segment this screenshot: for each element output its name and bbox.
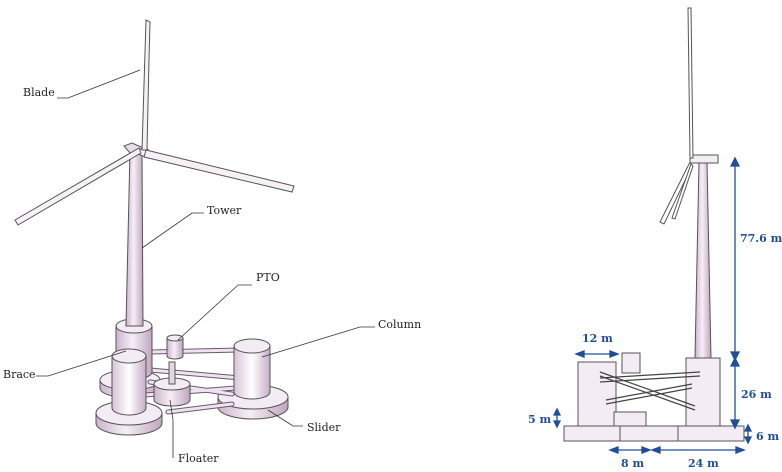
dim-column-width: 12 m bbox=[582, 332, 613, 345]
leader-lines bbox=[36, 69, 375, 458]
column-left bbox=[111, 348, 147, 416]
label-floater: Floater bbox=[178, 452, 219, 465]
side-base bbox=[563, 425, 745, 442]
dim-base-height: 6 m bbox=[756, 430, 779, 443]
isometric-view: Blade Tower PTO Column Brace Slider Floa… bbox=[3, 19, 421, 465]
side-column-left bbox=[577, 361, 617, 427]
side-column-right bbox=[685, 357, 721, 427]
label-blade: Blade bbox=[23, 86, 55, 99]
side-braces bbox=[599, 371, 701, 411]
dim-column-height: 26 m bbox=[741, 388, 772, 401]
tower bbox=[125, 149, 144, 327]
dim-floater-spacing: 8 m bbox=[621, 457, 644, 470]
pto-cylinder bbox=[166, 334, 184, 360]
label-pto: PTO bbox=[256, 271, 280, 284]
side-tower bbox=[694, 161, 712, 359]
label-slider: Slider bbox=[307, 421, 341, 434]
column-right bbox=[233, 338, 271, 400]
side-nacelle bbox=[689, 154, 719, 164]
label-tower: Tower bbox=[207, 204, 242, 217]
dim-floater-height: 5 m bbox=[528, 413, 551, 426]
side-floater bbox=[613, 411, 647, 427]
label-brace: Brace bbox=[3, 368, 36, 381]
label-column: Column bbox=[378, 318, 421, 331]
side-view: 77.6 m 12 m 26 m 5 m 6 m 8 m 24 m bbox=[528, 7, 782, 470]
side-blade-up bbox=[687, 7, 694, 159]
dimension-lines bbox=[552, 156, 753, 454]
dim-tower-height: 77.6 m bbox=[740, 232, 782, 245]
floater bbox=[153, 361, 191, 407]
blades bbox=[14, 19, 295, 226]
dim-base-width: 24 m bbox=[688, 457, 719, 470]
side-pto bbox=[621, 352, 641, 374]
